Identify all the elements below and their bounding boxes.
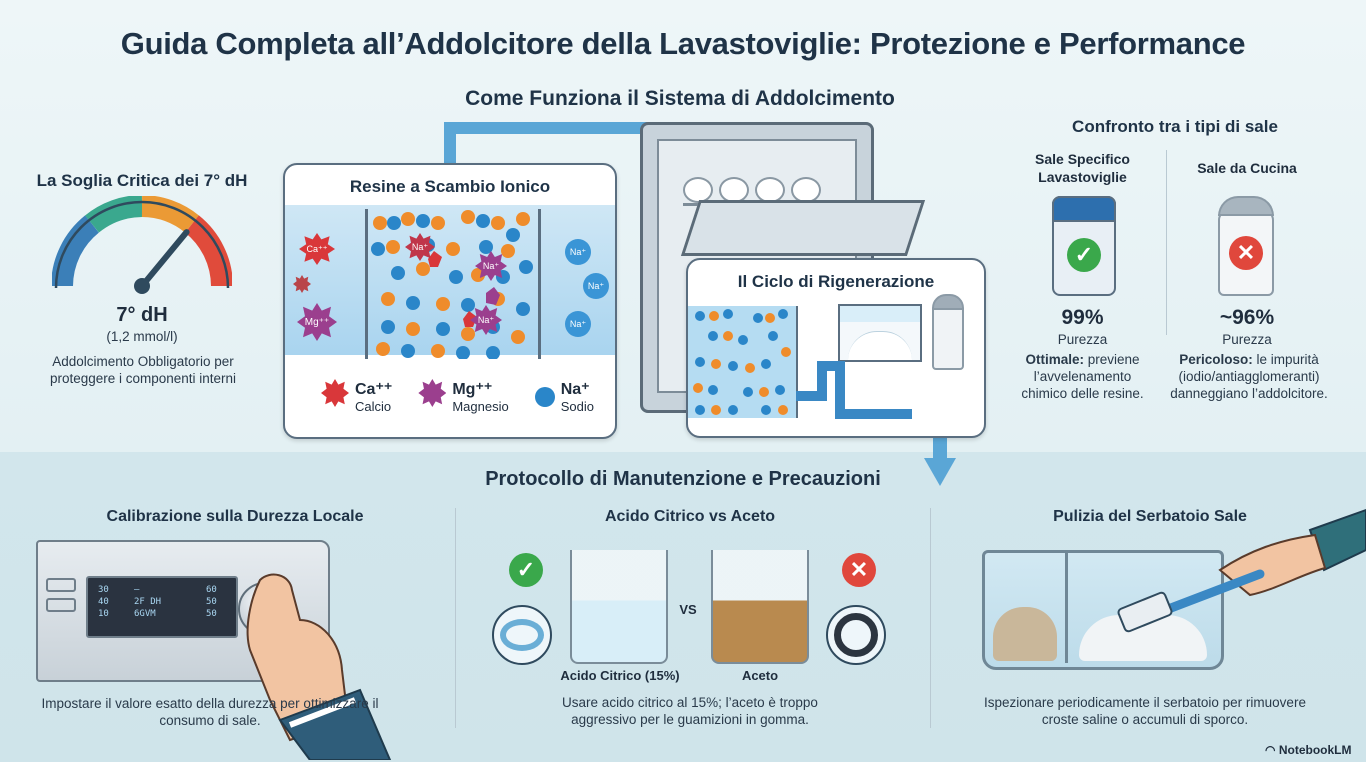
salt-shaker-kitchen: ✕ [1218,196,1274,296]
comparison-title: Confronto tra i tipi di sale [1072,117,1278,136]
regen-pipe [796,361,912,419]
page-title: Guida Completa all’Addolcitore della Lav… [120,26,1246,61]
salt-shaker-icon [932,294,964,370]
na-ion-inner-icon-3: Na⁺ [470,305,502,335]
tank-title: Pulizia del Serbatoio Sale [1053,508,1247,525]
calibration-desc: Impostare il valore esatto della durezza… [41,696,379,728]
calibration-title: Calibrazione sulla Durezza Locale [106,508,364,525]
ca-ion-icon: Ca⁺⁺ [299,233,335,265]
resin-title: Resine a Scambio Ionico [349,177,551,196]
legend-item-calcio: Ca⁺⁺ Calcio [321,379,392,414]
salt-tank-icon [982,550,1224,670]
vinegar-label: Aceto [741,668,779,683]
check-icon: ✓ [1067,238,1101,272]
hardness-display: 30 40 10 — 2F DH 6GVM 60 50 50 [86,576,238,638]
mg-ion-icon: Mg⁺⁺ [297,303,337,341]
sodio-icon [534,387,555,407]
threshold-desc: Addolcimento Obbligatorio per proteggere… [49,354,237,386]
calcio-icon [321,379,349,407]
threshold-value: 7° dH [116,304,168,326]
ca-ion-small-icon [293,275,311,293]
ion-legend: Ca⁺⁺ Calcio Mg⁺⁺ Magnesio Na⁺ Sodio [321,379,611,414]
gauge-needle [139,229,190,289]
na-ion-out-icon-3: Na⁺ [565,311,591,337]
threshold-sub: (1,2 mmol/l) [106,329,178,344]
salt-specific-desc: Ottimale: previene l’avvelenamento chimi… [1021,352,1144,401]
legend-item-sodio: Na⁺ Sodio [534,379,594,414]
citric-acid-label: Acido Citrico (15%) [560,668,680,683]
cross-icon: ✕ [1229,236,1263,270]
brush-icon [1117,508,1366,633]
dishwasher-salt-package: ✓ [1052,196,1116,296]
magnesio-icon [418,379,447,407]
salt-specific-purity-label: Purezza [1057,332,1108,347]
regen-title: Il Ciclo di Rigenerazione [737,272,935,291]
kitchen-salt-desc: Pericoloso: le impurità (iodio/antiagglo… [1170,352,1328,401]
citric-acid-beaker-icon [570,550,668,664]
acid-title: Acido Citrico vs Aceto [604,508,776,525]
gauge-icon [52,196,232,294]
regen-card: Il Ciclo di Rigenerazione [686,258,986,438]
damaged-gasket-icon [826,605,886,665]
kitchen-salt-purity: ~96% [1219,306,1275,329]
tank-desc: Ispezionare periodicamente il serbatoio … [984,695,1306,727]
hand-icon [246,573,392,760]
kitchen-salt-purity-label: Purezza [1222,332,1272,347]
na-ion-inner-icon: Na⁺ [405,233,435,261]
maintenance-title: Protocollo di Manutenzione e Precauzioni [485,468,881,490]
na-ion-out-icon-1: Na⁺ [565,239,591,265]
salt-specific-name: Sale Specifico Lavastoviglie [1035,151,1130,185]
regen-resin-column [688,306,798,418]
acid-desc: Usare acido citrico al 15%; l’aceto è tr… [562,695,818,727]
legend-item-magnesio: Mg⁺⁺ Magnesio [418,379,509,414]
vs-label: VS [679,602,697,617]
salt-reservoir [838,304,922,362]
vinegar-beaker-icon [711,550,809,664]
kitchen-salt-name: Sale da Cucina [1197,160,1297,176]
notebooklm-logo-icon: ◠ [1265,743,1276,757]
intact-gasket-icon [492,605,552,665]
resin-card: Resine a Scambio Ionico [283,163,617,439]
resin-column [365,209,541,360]
salt-specific-purity: 99% [1061,306,1104,329]
how-title: Come Funziona il Sistema di Addolcimento [465,87,895,110]
na-ion-out-icon-2: Na⁺ [583,273,609,299]
check-icon: ✓ [509,553,543,587]
threshold-title: La Soglia Critica dei 7° dH [36,171,248,190]
brand-label: ◠ NotebookLM [1265,743,1352,757]
cross-icon: ✕ [842,553,876,587]
resin-beads [371,210,533,360]
na-ion-inner-icon-2: Na⁺ [475,251,507,281]
dishwasher-door [680,200,926,256]
